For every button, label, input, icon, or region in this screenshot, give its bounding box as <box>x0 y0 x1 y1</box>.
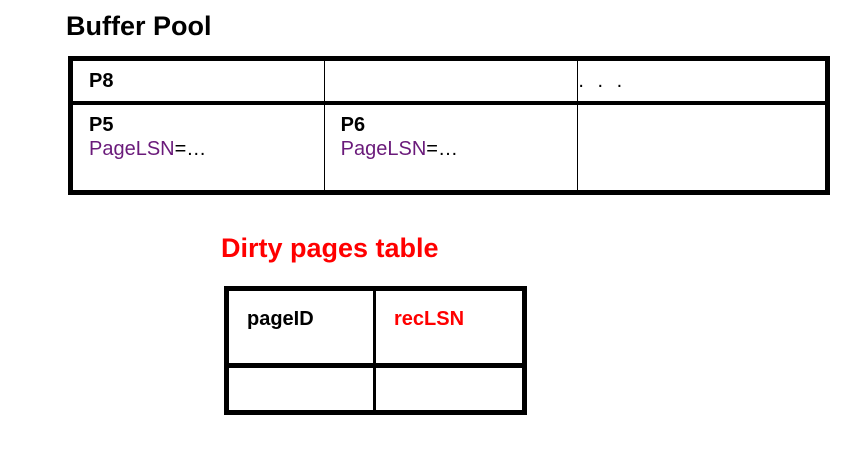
buffer-frame <box>577 102 828 193</box>
buffer-frame: P5 PageLSN=… <box>70 102 325 193</box>
page-lsn-value: =… <box>174 138 207 160</box>
column-header-reclsn: recLSN <box>374 288 525 366</box>
table-cell <box>374 365 525 413</box>
buffer-pool-row: P8 . . . <box>70 58 828 104</box>
buffer-frame: P8 <box>70 58 325 104</box>
buffer-frame: P6 PageLSN=… <box>323 102 579 193</box>
buffer-pool-table: P8 . . . P5 PageLSN=… P6 PageLSN=… <box>68 56 830 195</box>
page-lsn-label: PageLSN <box>89 138 175 160</box>
page-lsn-value: =… <box>426 138 458 160</box>
buffer-frame <box>323 58 579 104</box>
dirty-pages-row <box>226 365 525 413</box>
buffer-pool-title: Buffer Pool <box>66 11 212 41</box>
page-lsn: PageLSN=… <box>89 137 324 161</box>
page-lsn: PageLSN=… <box>341 137 578 161</box>
dirty-pages-table: pageID recLSN <box>224 286 527 415</box>
dirty-pages-header-row: pageID recLSN <box>226 288 525 366</box>
page-id: P6 <box>340 114 366 136</box>
buffer-frame: . . . <box>577 58 828 104</box>
more-frames-ellipsis: . . . <box>578 70 627 92</box>
buffer-pool-row: P5 PageLSN=… P6 PageLSN=… <box>70 102 828 193</box>
dirty-pages-table-title: Dirty pages table <box>221 233 439 263</box>
page-id: P5 <box>89 114 114 136</box>
column-header-pageid: pageID <box>226 288 376 366</box>
table-cell <box>226 365 376 413</box>
page-lsn-label: PageLSN <box>340 138 427 160</box>
page-id: P8 <box>89 70 114 92</box>
